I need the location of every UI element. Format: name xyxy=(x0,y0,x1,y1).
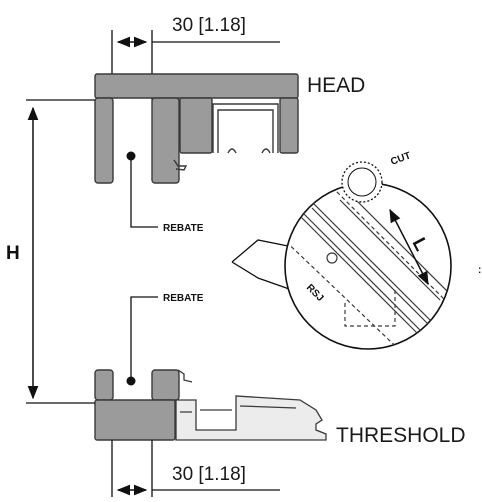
threshold-sill xyxy=(175,369,327,441)
edge-mark: : xyxy=(478,265,481,276)
top-dimension-label: 30 [1.18] xyxy=(172,15,246,36)
bottom-dimension-label: 30 [1.18] xyxy=(172,464,246,485)
threshold-profile xyxy=(94,369,180,441)
bottom-dimension: 30 [1.18] xyxy=(111,440,280,497)
rebate-upper-callout: REBATE xyxy=(126,151,204,234)
rebate-upper-label: REBATE xyxy=(163,223,204,234)
height-label: H xyxy=(6,243,20,264)
threshold-label: THRESHOLD xyxy=(336,424,466,447)
top-dimension: 30 [1.18] xyxy=(111,15,280,100)
rebate-lower-label: REBATE xyxy=(163,293,204,304)
rebate-lower-callout: REBATE xyxy=(126,293,204,386)
head-profile xyxy=(94,73,299,184)
cut-label: CUT xyxy=(389,150,412,167)
rsj-detail-callout: CUT L RSJ xyxy=(231,150,452,350)
saw-blade-icon xyxy=(341,161,383,203)
height-dimension: H xyxy=(6,106,39,400)
head-label: HEAD xyxy=(307,74,365,97)
head-track xyxy=(173,103,279,171)
